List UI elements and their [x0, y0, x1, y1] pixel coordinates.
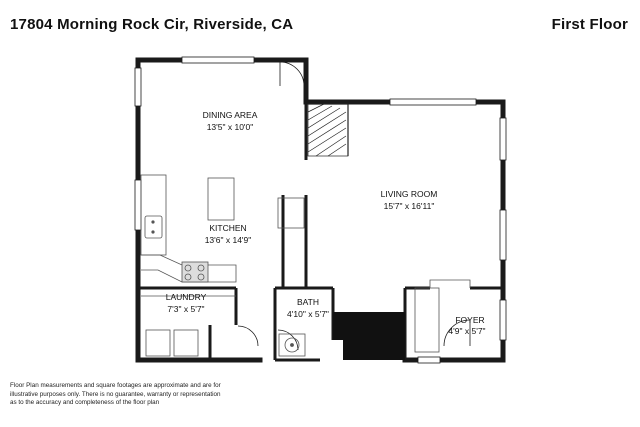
kitchen-counters	[140, 174, 305, 283]
floor-label: First Floor	[551, 16, 628, 33]
hallway-block	[343, 312, 405, 360]
foyer-closet	[414, 279, 471, 353]
doors	[237, 61, 471, 351]
room-dims-living: 15'7" x 16'11"	[384, 201, 435, 211]
floor-plan-disclaimer: Floor Plan measurements and square foota…	[10, 382, 245, 408]
room-label-bath: BATH	[297, 297, 319, 307]
disclaimer-line-2: illustrative purposes only. There is no …	[10, 390, 221, 398]
room-dims-kitchen: 13'6" x 14'9"	[205, 235, 252, 245]
bath-fixtures	[278, 333, 306, 357]
property-address: 17804 Morning Rock Cir, Riverside, CA	[10, 16, 294, 33]
room-dims-foyer: 4'9" x 5'7"	[448, 326, 485, 336]
room-dims-laundry: 7'3" x 5'7"	[167, 304, 204, 314]
room-label-living: LIVING ROOM	[381, 189, 438, 199]
laundry-appliances	[141, 295, 236, 357]
staircase	[307, 103, 349, 157]
room-label-foyer: FOYER	[455, 315, 484, 325]
room-dims-bath: 4'10" x 5'7"	[287, 309, 329, 319]
room-label-kitchen: KITCHEN	[209, 223, 246, 233]
disclaimer-line-1: Floor Plan measurements and square foota…	[10, 382, 221, 389]
disclaimer-line-3: as to the accuracy and completeness of t…	[10, 399, 160, 407]
room-dims-dining: 13'5" x 10'0"	[207, 122, 254, 132]
room-label-dining: DINING AREA	[203, 110, 258, 120]
room-label-laundry: LAUNDRY	[166, 292, 207, 302]
windows	[134, 56, 507, 364]
